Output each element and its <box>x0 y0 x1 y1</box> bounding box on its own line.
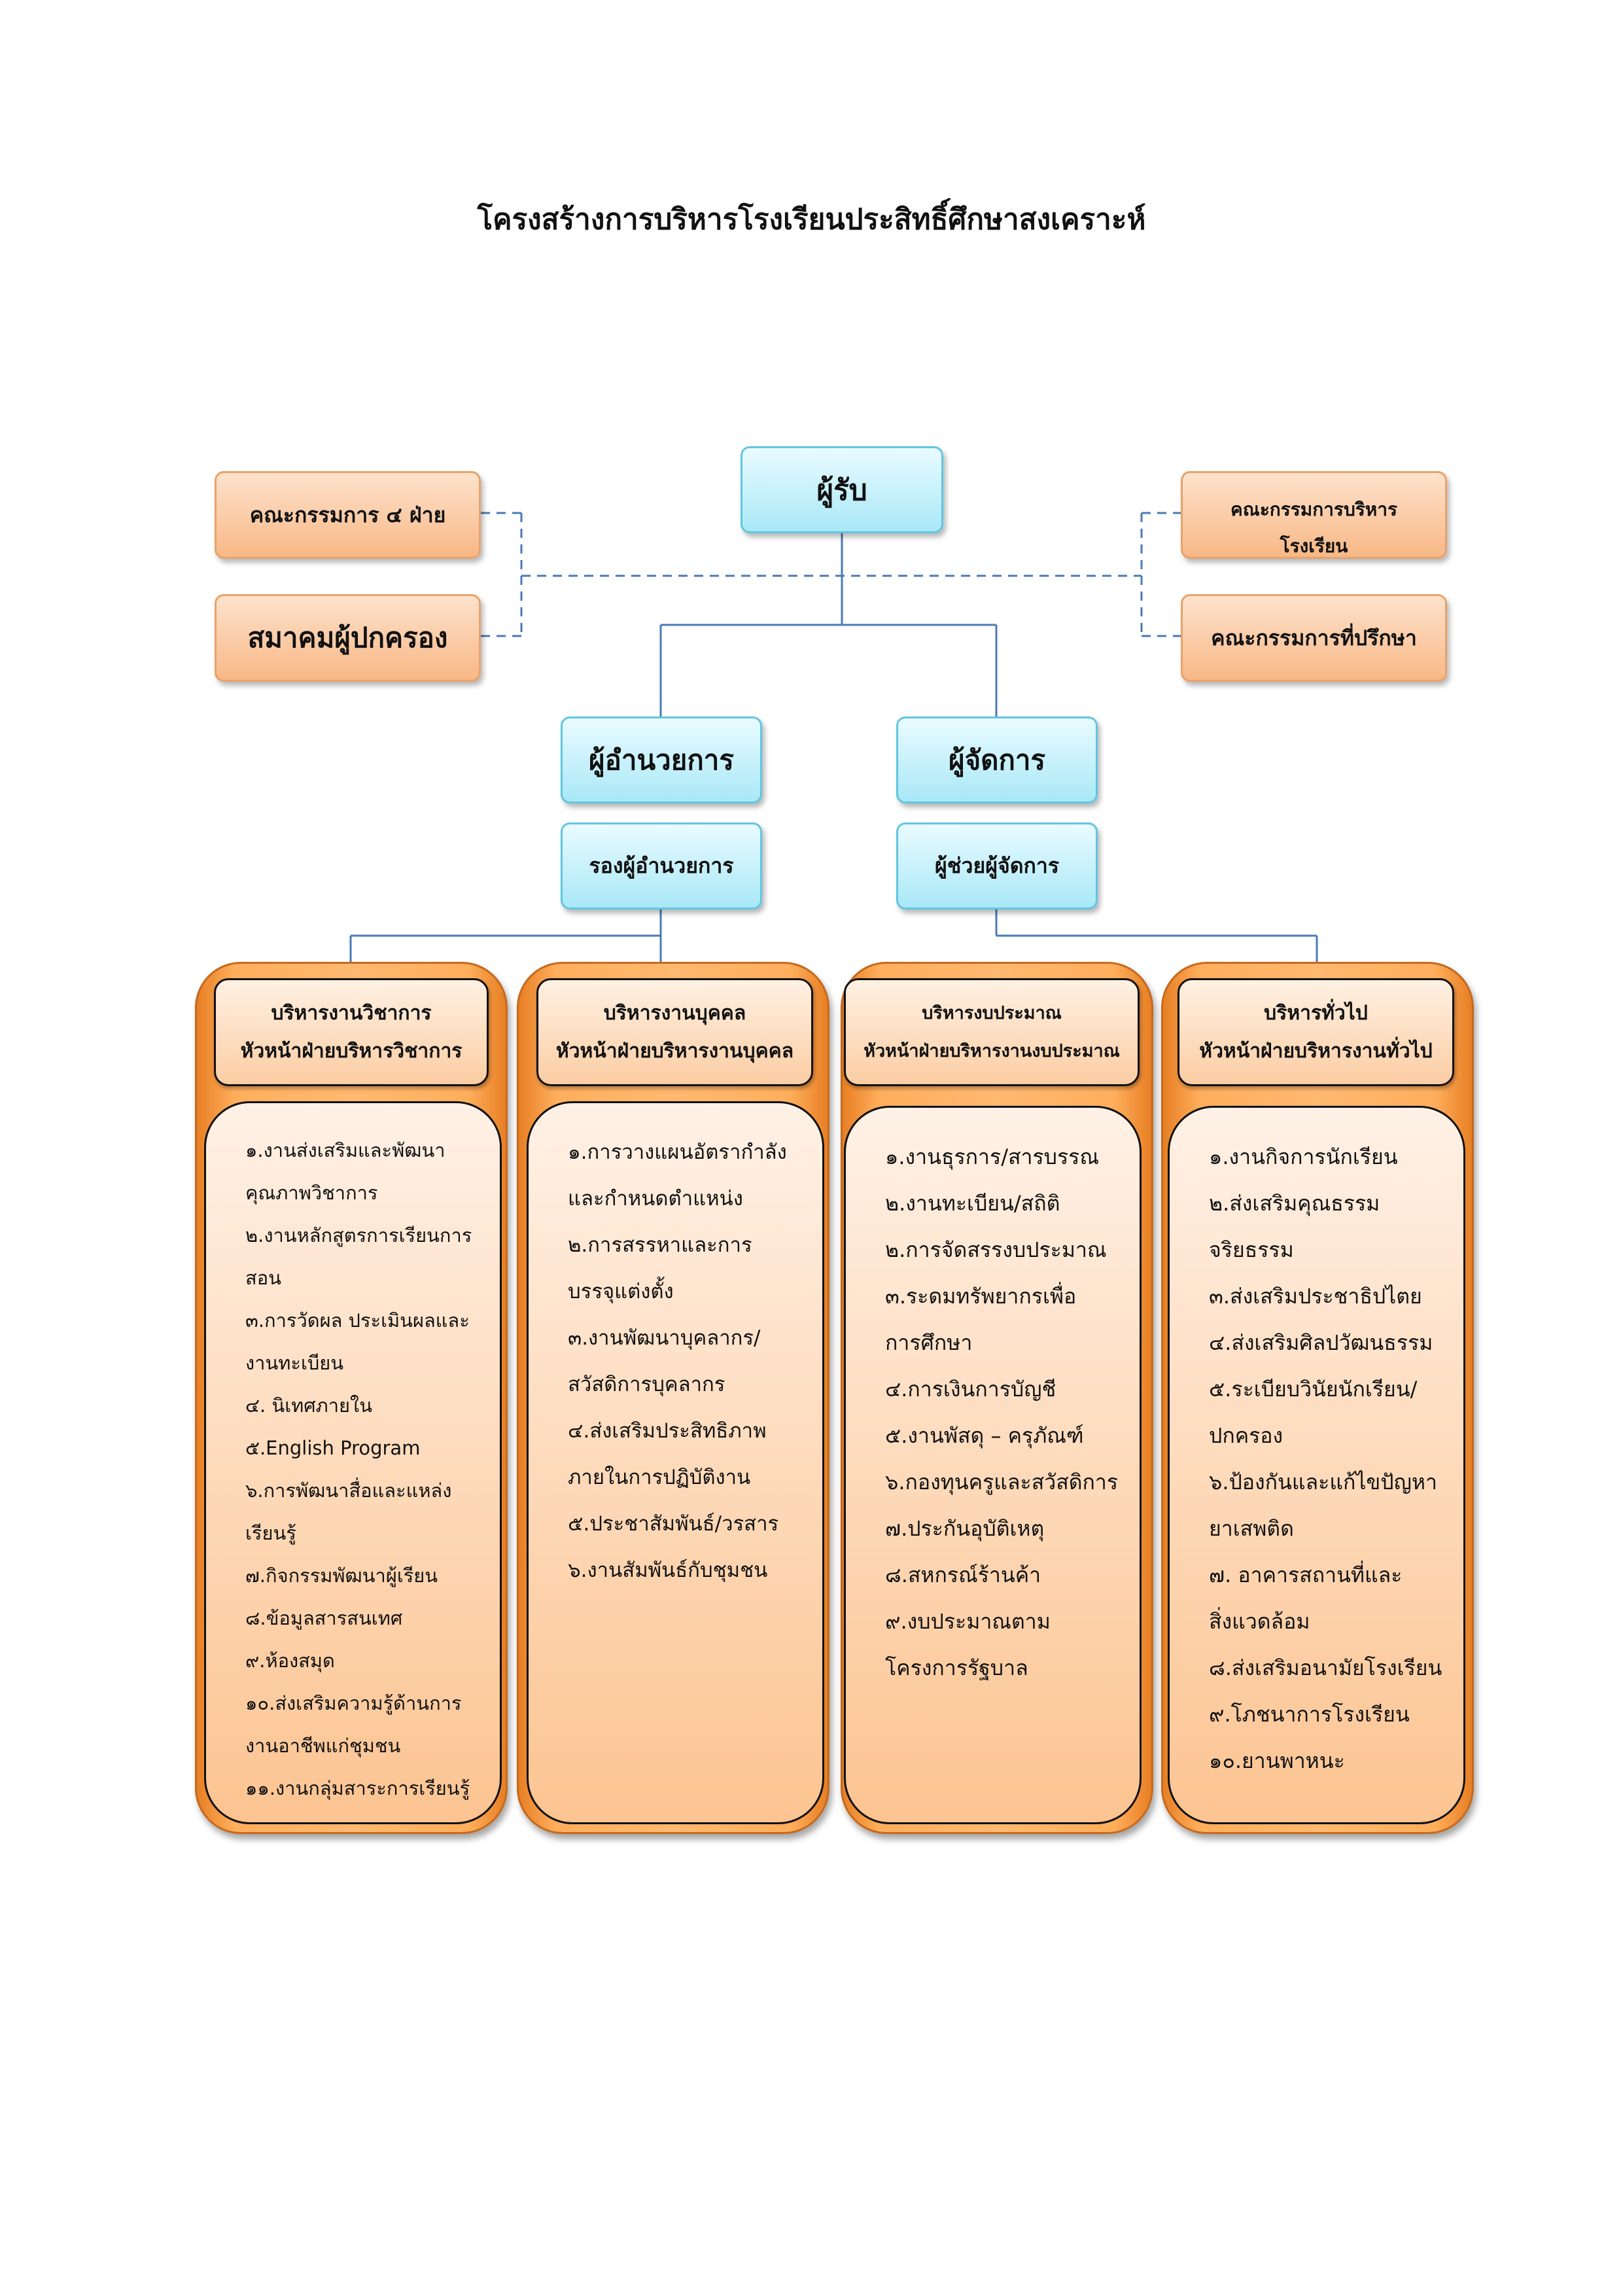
list-item: งานอาชีพแก่ชุมชน <box>245 1735 401 1757</box>
list-item: ๗. อาคารสถานที่และ <box>1209 1563 1403 1587</box>
list-item: ๒.การจัดสรรงบประมาณ <box>885 1237 1107 1262</box>
director-box: ผู้อำนวยการ <box>561 716 762 804</box>
department-general-name: บริหารทั่วไป <box>1264 1001 1368 1025</box>
advisory-board-label: คณะกรรมการที่ปรึกษา <box>1211 625 1417 650</box>
department-personnel-head: หัวหน้าฝ่ายบริหารงานบุคคล <box>555 1039 794 1063</box>
list-item: สวัสดิการบุคลากร <box>568 1373 725 1396</box>
department-budget-head: หัวหน้าฝ่ายบริหารงานงบประมาณ <box>864 1040 1120 1061</box>
manager-box: ผู้จัดการ <box>896 716 1098 804</box>
list-item: ๗.ประกันอุบัติเหตุ <box>885 1516 1045 1541</box>
list-item: ๙.โภชนาการโรงเรียน <box>1209 1702 1410 1727</box>
list-item: จริยธรรม <box>1209 1237 1294 1262</box>
list-item: ๘.สหกรณ์ร้านค้า <box>885 1563 1041 1587</box>
parents-association-label: สมาคมผู้ปกครอง <box>247 622 448 654</box>
list-item: โครงการรัฐบาล <box>885 1655 1028 1680</box>
department-academic-task-list: ๑.งานส่งเสริมและพัฒนา คุณภาพวิชาการ ๒.งา… <box>245 1129 480 1810</box>
list-item: ปกครอง <box>1209 1423 1283 1448</box>
list-item: ๔.ส่งเสริมประสิทธิภาพ <box>568 1419 767 1443</box>
list-item: ๙.ห้องสมุด <box>245 1650 335 1672</box>
list-item: งานทะเบียน <box>245 1352 344 1374</box>
department-budget-header: บริหารงบประมาณ หัวหน้าฝ่ายบริหารงานงบประ… <box>844 978 1140 1086</box>
list-item: ๔.การเงินการบัญชี <box>885 1377 1056 1402</box>
department-academic-head: หัวหน้าฝ่ายบริหารวิชาการ <box>240 1039 462 1063</box>
list-item: ๕.งานพัสดุ – ครุภัณฑ์ <box>885 1423 1084 1448</box>
list-item: ๒.การสรรหาและการ <box>568 1233 752 1257</box>
list-item: สอน <box>245 1267 281 1289</box>
page-title: โครงสร้างการบริหารโรงเรียนประสิทธิ์ศึกษา… <box>477 203 1146 236</box>
list-item: ๓.ส่งเสริมประชาธิปไตย <box>1209 1284 1422 1309</box>
manager-label: ผู้จัดการ <box>948 743 1046 776</box>
list-item: เรียนรู้ <box>245 1522 296 1544</box>
list-item: ๒.ส่งเสริมคุณธรรม <box>1209 1191 1380 1216</box>
list-item: ๘.ส่งเสริมอนามัยโรงเรียน <box>1209 1655 1442 1680</box>
list-item: ๑.งานส่งเสริมและพัฒนา <box>245 1139 445 1161</box>
list-item: คุณภาพวิชาการ <box>245 1182 378 1204</box>
list-item: ๑๐.ส่งเสริมความรู้ด้านการ <box>245 1692 462 1714</box>
list-item: ๑.การวางแผนอัตรากำลัง <box>568 1140 787 1164</box>
list-item: ๑.งานกิจการนักเรียน <box>1209 1144 1398 1169</box>
department-academic-header: บริหารงานวิชาการ หัวหน้าฝ่ายบริหารวิชากา… <box>214 978 489 1086</box>
left-committee-label: คณะกรรมการ ๔ ฝ่าย <box>249 502 446 527</box>
assistant-manager-label: ผู้ช่วยผู้จัดการ <box>935 853 1059 878</box>
list-item: ๙.งบประมาณตาม <box>885 1609 1051 1634</box>
list-item: สิ่งแวดล้อม <box>1209 1609 1310 1634</box>
department-personnel-header: บริหารงานบุคคล หัวหน้าฝ่ายบริหารงานบุคคล <box>536 978 813 1086</box>
list-item: และกำหนดตำแหน่ง <box>568 1187 743 1210</box>
department-personnel-task-list: ๑.การวางแผนอัตรากำลัง และกำหนดตำแหน่ง ๒.… <box>568 1129 803 1594</box>
list-item: การศึกษา <box>885 1330 973 1355</box>
list-item: ๑๐.ยานพาหนะ <box>1209 1748 1345 1773</box>
list-item: ๑๑.งานกลุ่มสาระการเรียนรู้ <box>245 1777 470 1799</box>
list-item: ๘.ข้อมูลสารสนเทศ <box>245 1607 403 1629</box>
deputy-director-label: รองผู้อำนวยการ <box>589 853 734 878</box>
licensee-label: ผู้รับ <box>816 473 867 507</box>
advisory-board-box: คณะกรรมการที่ปรึกษา <box>1181 594 1447 682</box>
department-budget-tasks: ๑.งานธุรการ/สารบรรณ ๒.งานทะเบียน/สถิติ ๒… <box>844 1106 1142 1824</box>
list-item: ๕.English Program <box>245 1437 421 1459</box>
department-general-head: หัวหน้าฝ่ายบริหารงานทั่วไป <box>1199 1039 1433 1063</box>
list-item: ๖.กองทุนครูและสวัสดิการ <box>885 1470 1119 1494</box>
list-item: ๕.ประชาสัมพันธ์/วรสาร <box>568 1512 779 1536</box>
list-item: ๕.ระเบียบวินัยนักเรียน/ <box>1209 1377 1418 1402</box>
list-item: บรรจุแต่งตั้ง <box>568 1280 674 1303</box>
department-personnel-tasks: ๑.การวางแผนอัตรากำลัง และกำหนดตำแหน่ง ๒.… <box>527 1101 824 1824</box>
assistant-manager-box: ผู้ช่วยผู้จัดการ <box>896 822 1098 910</box>
list-item: ๔. นิเทศภายใน <box>245 1394 373 1417</box>
deputy-director-box: รองผู้อำนวยการ <box>561 822 762 910</box>
list-item: ๖.การพัฒนาสื่อและแหล่ง <box>245 1479 452 1502</box>
department-academic-tasks: ๑.งานส่งเสริมและพัฒนา คุณภาพวิชาการ ๒.งา… <box>204 1101 502 1824</box>
department-academic-name: บริหารงานวิชาการ <box>271 1001 432 1025</box>
department-general-header: บริหารทั่วไป หัวหน้าฝ่ายบริหารงานทั่วไป <box>1178 978 1454 1086</box>
list-item: ภายในการปฏิบัติงาน <box>568 1466 751 1489</box>
list-item: ๖.ป้องกันและแก้ไขปัญหา <box>1209 1470 1437 1494</box>
department-general-task-list: ๑.งานกิจการนักเรียน ๒.ส่งเสริมคุณธรรม จร… <box>1209 1134 1444 1784</box>
department-budget-name: บริหารงบประมาณ <box>922 1002 1062 1023</box>
list-item: ๓.การวัดผล ประเมินผลและ <box>245 1309 470 1332</box>
department-general-tasks: ๑.งานกิจการนักเรียน ๒.ส่งเสริมคุณธรรม จร… <box>1168 1106 1465 1824</box>
list-item: ๓.งานพัฒนาบุคลากร/ <box>568 1326 761 1350</box>
licensee-box: ผู้รับ <box>741 446 943 533</box>
list-item: ๔.ส่งเสริมศิลปวัฒนธรรม <box>1209 1330 1433 1355</box>
list-item: ยาเสพติด <box>1209 1516 1294 1541</box>
list-item: ๓.ระดมทรัพยากรเพื่อ <box>885 1284 1077 1309</box>
school-board-box: คณะกรรมการบริหาร โรงเรียน <box>1181 471 1447 559</box>
school-board-label: คณะกรรมการบริหาร โรงเรียน <box>1230 499 1397 557</box>
list-item: ๖.งานสัมพันธ์กับชุมชน <box>568 1559 768 1582</box>
list-item: ๗.กิจกรรมพัฒนาผู้เรียน <box>245 1564 438 1587</box>
list-item: ๒.งานหลักสูตรการเรียนการ <box>245 1224 472 1246</box>
department-personnel-name: บริหารงานบุคคล <box>603 1001 746 1025</box>
list-item: ๑.งานธุรการ/สารบรรณ <box>885 1144 1100 1169</box>
left-committee-box: คณะกรรมการ ๔ ฝ่าย <box>215 471 481 559</box>
parents-association-box: สมาคมผู้ปกครอง <box>215 594 481 682</box>
director-label: ผู้อำนวยการ <box>589 743 734 776</box>
department-budget-task-list: ๑.งานธุรการ/สารบรรณ ๒.งานทะเบียน/สถิติ ๒… <box>885 1134 1120 1691</box>
list-item: ๒.งานทะเบียน/สถิติ <box>885 1191 1060 1216</box>
